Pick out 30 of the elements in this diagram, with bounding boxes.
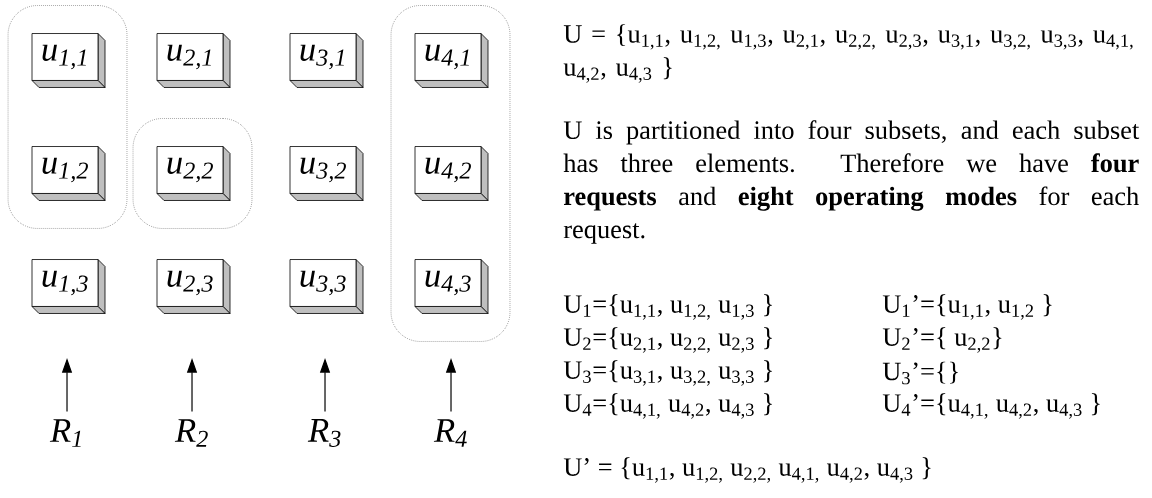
element-block: u$_{4,2}$ xyxy=(414,146,489,201)
set-definition: U$_{4}$’={u$_{4,1,}$ u$_{4,2}$, u$_{4,3}$ } xyxy=(882,393,1100,419)
set-definition: U$_{1}$={u$_{1,1}$, u$_{1,2,}$ u$_{1,3}$ } xyxy=(563,294,772,320)
element-block: u$_{4,1}$ xyxy=(414,33,489,88)
request-label: R$_{4}$ xyxy=(433,419,467,447)
set-definition: U$_{3}$={u$_{3,1}$, u$_{3,2,}$ u$_{3,3}$ } xyxy=(563,360,772,386)
element-block: u$_{2,3}$ xyxy=(156,259,231,314)
element-block: u$_{1,2}$ xyxy=(31,146,106,201)
element-block: u$_{1,1}$ xyxy=(31,33,106,88)
group-outline xyxy=(390,5,511,342)
element-block: u$_{3,1}$ xyxy=(289,33,364,88)
set-definition: U$_{3}$’={} xyxy=(882,361,958,385)
set-definition: U’ = {u$_{1,1}$, u$_{1,2,}$ u$_{2,2,}$ u$_{4,1,}$ u$_{4,2}$, u$_{4,3}$ } xyxy=(563,457,931,483)
set-definition: U$_{4}$={u$_{4,1,}$ u$_{4,2}$, u$_{4,3}$ } xyxy=(563,393,772,419)
request-label: R$_{1}$ xyxy=(49,419,81,447)
request-label: R$_{2}$ xyxy=(174,419,208,447)
element-block: u$_{3,3}$ xyxy=(289,259,364,314)
set-definition: U$_{2}$’={ u$_{2,2}$} xyxy=(882,327,1002,353)
element-block: u$_{4,3}$ xyxy=(414,259,489,314)
request-label: R$_{3}$ xyxy=(307,419,341,447)
set-definition: U$_{1}$’={u$_{1,1}$, u$_{1,2}$ } xyxy=(882,294,1052,320)
group-outline xyxy=(7,5,128,229)
description-text: U is partitioned into four subsets, and each subset has three elements. Therefore we have four requests and eight operating modes for each request. xyxy=(563,120,1140,244)
set-definition: U$_{2}$={u$_{2,1}$, u$_{2,2,}$ u$_{2,3}$ } xyxy=(563,327,772,353)
element-block: u$_{2,2}$ xyxy=(156,146,231,201)
element-block: u$_{1,3}$ xyxy=(31,259,106,314)
set-definition: U = {u$_{1,1}$, u$_{1,2,}$ u$_{1,3}$, u$_{2,1}$, u$_{2,2,}$ u$_{2,3}$, u$_{3,1}$, u$_{3,2,}$ u$_{3,3}$, u$_{4,1,}$ u$_{4,2}$, u$_{4,3}$ } xyxy=(563,24,1133,83)
group-outline xyxy=(132,118,253,229)
element-block: u$_{3,2}$ xyxy=(289,146,364,201)
element-block: u$_{2,1}$ xyxy=(156,33,231,88)
